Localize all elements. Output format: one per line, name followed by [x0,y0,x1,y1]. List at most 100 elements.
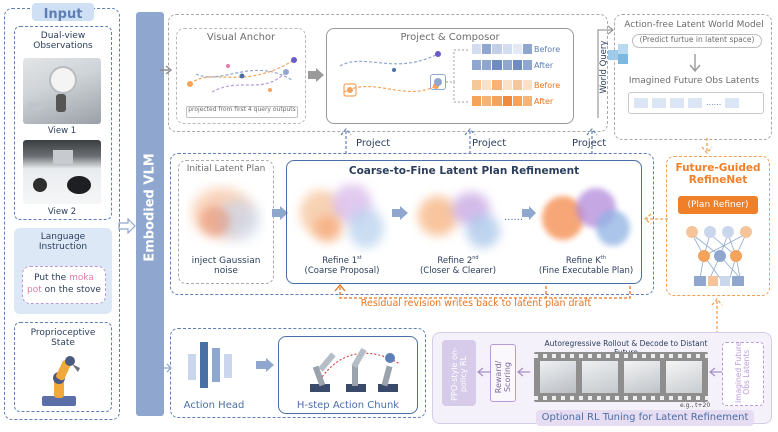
composer-box [326,28,574,124]
refine-stage-2-name: Refine 2 [437,255,473,266]
project-label-2: Project [472,138,507,149]
refine-stage-k-sup: th [600,255,607,261]
eg-label: e.g., t+20 [680,402,711,409]
ppo-box [442,340,476,406]
refine-box [286,160,642,284]
rl-to-refinenet-arrow [711,297,723,334]
action-chunk-robots-icon [310,347,401,392]
visual-anchor-caption: projected from first 4 query outputs [188,106,296,113]
rl-imagined-box [722,342,764,406]
initial-plan-title: Initial Latent Plan [186,164,266,174]
residual-arrow [334,284,631,299]
film-to-reward-arrow [517,367,530,377]
refine-stage-k-label: Refine Kth (Fine Executable Plan) [536,255,636,276]
refine-stage-1-label: Refine 1st (Coarse Proposal) [292,255,392,276]
blue-before-label: Before [534,45,561,54]
refine-title: Coarse-to-Fine Latent Plan Refinement [348,165,580,177]
project-label-1: Project [356,138,391,149]
refinenet-to-plan-arrow [643,213,668,225]
action-chunk-label: H-step Action Chunk [296,400,400,411]
initial-to-refine-arrow [272,206,288,220]
ppo-label: PPO-style on-policy RL [450,347,468,401]
plan-refiner-button[interactable]: (Plan Refiner) [678,196,758,214]
input-header-label: Input [43,7,83,22]
world-model-down-arrow [689,54,701,73]
composer-trajectories [339,51,441,97]
refine-stage-k-name: Refine K [565,255,601,266]
input-header: Input [32,3,94,22]
plan-region [170,153,654,295]
orange-token-before [472,80,533,90]
orange-after-label: After [534,97,554,106]
composer-connectors [446,49,470,103]
blue-after-label: After [534,61,554,70]
proprio-label: Proprioceptive State [30,328,96,349]
refine-stage-2-desc: (Closer & Clearer) [419,265,497,276]
world-model-subtitle-box [632,34,762,48]
orange-before-label: Before [534,81,561,90]
input-to-vlm-arrow [118,218,136,234]
composer-title: Project & Composor [400,32,500,43]
reward-box [490,344,516,402]
refinenet-box [666,156,770,296]
action-region [170,328,426,418]
instruction-part-3: on the stove [41,285,101,296]
vlm-to-top-arrow [160,65,173,75]
refine-stage-1-desc: (Coarse Proposal) [304,265,380,276]
visual-anchor-title: Visual Anchor [206,32,276,43]
view1-image [23,58,101,124]
inject-noise-label: inject Gaussian noise [191,256,261,277]
refine-stage-k-visual [536,182,636,254]
rl-title-tab [536,410,754,426]
view2-label: View 2 [47,207,77,217]
world-query-arrow [597,25,614,118]
world-model-cubes-icon [608,44,628,64]
refine-stage-2-sup: nd [472,255,479,261]
initial-plan-noise [186,180,266,248]
visual-anchor-caption-box [186,106,298,118]
rl-title: Optional RL Tuning for Latent Refinement [541,412,749,423]
visual-anchor-trajectories [187,57,297,93]
reward-to-ppo-arrow [477,367,490,377]
language-label: Language Instruction [38,232,88,253]
refine-stage-1-visual [292,182,392,254]
refine-stage-2-label: Refine 2nd (Closer & Clearer) [410,255,506,276]
project-arrows [340,128,598,154]
world-model-box [614,14,772,140]
instruction-object-1: moka [69,273,94,283]
refine-stage-1-name: Refine 1 [322,255,358,266]
instruction-object-2: pot [27,285,42,296]
robot-arm-icon [42,356,80,406]
embodied-vlm-label: Embodied VLM [142,153,158,262]
rollout-filmstrip [534,352,708,402]
action-head-to-chunk-arrow [256,358,274,372]
action-chunk-box [278,336,418,414]
top-region [168,14,608,132]
rl-imagined-label: Imagined Future Obs Latents [733,341,751,403]
initial-plan-box [178,160,274,284]
imagined-latents-dots: ...... [706,98,722,107]
instruction-part-1: Put the [34,273,70,283]
visual-anchor-box [176,28,306,124]
embodied-vlm-bar [136,12,164,416]
dual-view-label: Dual-view Observations [33,31,93,52]
composer-node [430,74,446,90]
orange-token-after [472,96,533,106]
instruction-bubble [22,266,106,304]
refine-stage-1-sup: st [357,255,362,261]
project-label-3: Project [572,138,607,149]
latents-to-film-arrow [709,367,722,377]
instruction-text: Put the moka pot on the stove [24,272,104,296]
refinenet-title: Future-Guided RefineNet [675,162,761,187]
imagined-latents-row: ...... [628,92,764,114]
latents-to-refinenet-arrow [701,138,713,155]
reward-label: Reward/ Scoring [494,360,512,394]
dual-view-box [14,26,112,220]
imagined-latents-title: Imagined Future Obs Latents [628,76,760,86]
blue-token-after [472,60,533,70]
stage2-to-stagek-arrow [522,206,536,220]
proprio-box [14,322,112,412]
vlm-to-action-arrow [162,363,172,373]
world-model-subtitle: (Predict furtue in latent space) [639,35,755,44]
residual-label: Residual revision writes back to latent … [360,298,592,309]
